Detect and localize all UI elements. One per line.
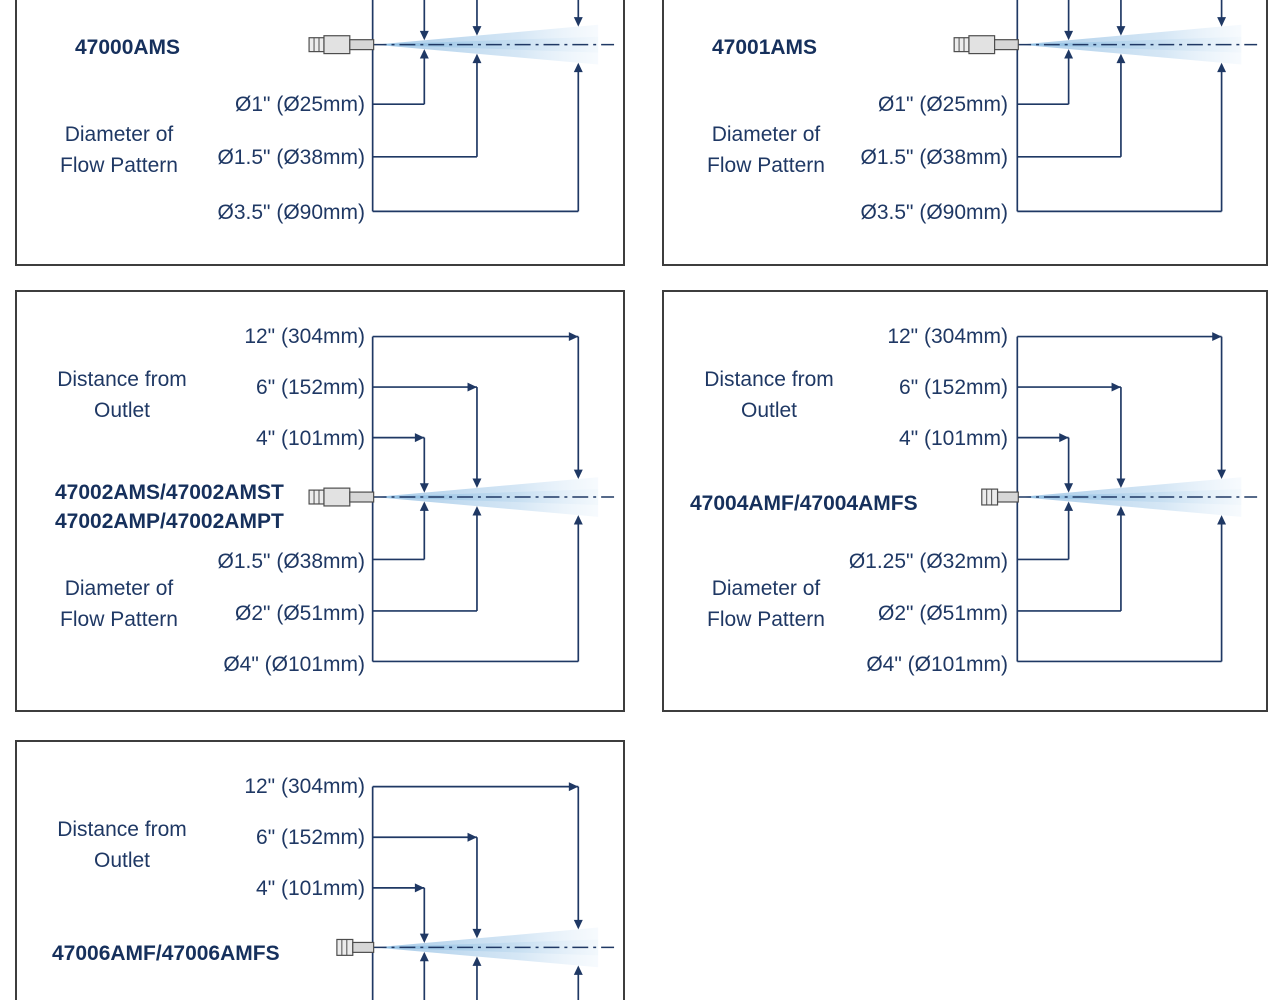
distance-label-line1: Distance from [57,368,187,391]
distance-value: 12" (304mm) [244,325,365,348]
nozzle-icon [308,35,375,55]
flow-diagram [953,0,1258,213]
distance-label-line2: Outlet [93,399,151,422]
model-label: 47006AMF/47006AMFS [52,942,280,965]
distance-value: 6" (152mm) [256,376,365,399]
flow-diagram-container [17,742,623,1000]
model-label: 47004AMF/47004AMFS [690,492,918,515]
flow-diagram [336,782,615,1000]
diameter-value: Ø1.5" (Ø38mm) [217,550,365,573]
diameter-value: Ø1" (Ø25mm) [878,93,1008,116]
flow-diagram [308,0,615,213]
diameter-of-flow-pattern-label: Diameter of Flow Pattern [686,119,846,181]
distance-label-line2: Outlet [93,849,151,872]
distance-value: 4" (101mm) [256,877,365,900]
nozzle-icon [981,488,1019,506]
distance-label-line1: Distance from [704,368,834,391]
measurement-lines [371,782,583,1000]
measurement-lines [371,332,583,663]
diameter-label-line1: Diameter of [64,577,174,600]
diameter-label-line1: Diameter of [64,123,174,146]
panel-47001ams: 47001AMS Diameter of Flow Pattern Ø1" (Ø… [662,0,1268,266]
diameter-of-flow-pattern-label: Diameter of Flow Pattern [39,573,199,635]
distance-value: 12" (304mm) [887,325,1008,348]
distance-from-outlet-label: Distance from Outlet [689,364,849,426]
panel-47000ams: 47000AMS Diameter of Flow Pattern Ø1" (Ø… [15,0,625,266]
diameter-value: Ø1" (Ø25mm) [235,93,365,116]
diameter-value: Ø2" (Ø51mm) [878,602,1008,625]
distance-value: 12" (304mm) [244,775,365,798]
flow-diagram-container [664,292,1266,710]
diameter-label-line2: Flow Pattern [707,154,825,177]
diameter-value: Ø3.5" (Ø90mm) [860,201,1008,224]
panel-47004amf: Distance from Outlet 12" (304mm) 6" (152… [662,290,1268,712]
diameter-value: Ø2" (Ø51mm) [235,602,365,625]
distance-value: 4" (101mm) [256,427,365,450]
distance-value: 6" (152mm) [899,376,1008,399]
diameter-value: Ø1.5" (Ø38mm) [860,146,1008,169]
distance-value: 4" (101mm) [899,427,1008,450]
panel-47002ams: Distance from Outlet 12" (304mm) 6" (152… [15,290,625,712]
diameter-value: Ø4" (Ø101mm) [866,653,1008,676]
diameter-label-line1: Diameter of [711,123,821,146]
diameter-label-line2: Flow Pattern [60,608,178,631]
model-label: 47000AMS [75,36,181,59]
model-line1: 47002AMS/47002AMST [55,481,284,504]
distance-label-line2: Outlet [740,399,798,422]
flow-diagram-container [664,0,1266,264]
measurement-lines [1016,0,1227,213]
flow-diagram [308,332,615,663]
panel-47006amf: Distance from Outlet 12" (304mm) 6" (152… [15,740,625,1000]
diameter-label-line2: Flow Pattern [707,608,825,631]
measurement-lines [371,0,583,213]
diameter-of-flow-pattern-label: Diameter of Flow Pattern [686,573,846,635]
diameter-value: Ø3.5" (Ø90mm) [217,201,365,224]
distance-value: 6" (152mm) [256,826,365,849]
diameter-value: Ø4" (Ø101mm) [223,653,365,676]
flow-diagram-container [17,292,623,710]
diameter-label-line2: Flow Pattern [60,154,178,177]
model-line2: 47002AMP/47002AMPT [55,510,284,533]
model-label: 47002AMS/47002AMST 47002AMP/47002AMPT [55,478,284,536]
distance-label-line1: Distance from [57,818,187,841]
diameter-of-flow-pattern-label: Diameter of Flow Pattern [39,119,199,181]
diameter-label-line1: Diameter of [711,577,821,600]
diameter-value: Ø1.25" (Ø32mm) [848,550,1008,573]
nozzle-icon [953,35,1019,55]
flow-diagram [981,332,1258,663]
diameter-value: Ø1.5" (Ø38mm) [217,146,365,169]
nozzle-icon [308,487,375,507]
model-label: 47001AMS [712,36,818,59]
distance-from-outlet-label: Distance from Outlet [42,814,202,876]
nozzle-icon [336,938,375,956]
flow-diagram-container [17,0,623,264]
distance-from-outlet-label: Distance from Outlet [42,364,202,426]
